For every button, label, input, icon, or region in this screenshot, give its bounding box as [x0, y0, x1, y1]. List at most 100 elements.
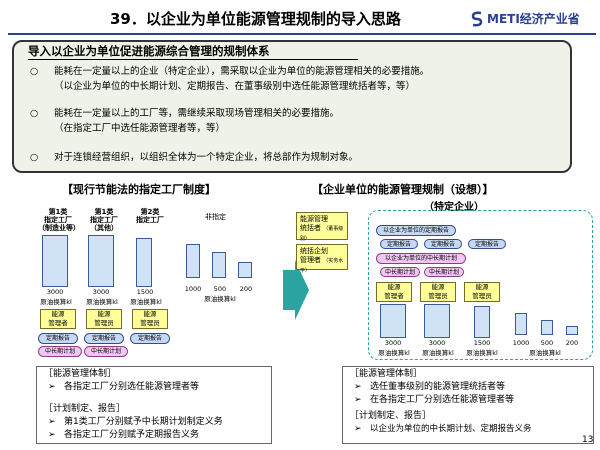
left-bar-1-unit: 原油换算kl	[40, 298, 72, 306]
right-small-num-1: 1000	[512, 339, 530, 347]
right-side-planner: 统括企划 管理者 （实务水平）	[296, 244, 348, 274]
left-summary-l1: 各指定工厂分别选任能源管理者等	[64, 382, 200, 392]
intro-item-3-line1: 对于连锁经营组织，以组织全体为一个特定企业，将总部作为规制对象。	[54, 152, 359, 163]
right-plan-oval-2: 中长期计划	[424, 267, 464, 277]
right-mgr-1: 能源 管理者	[376, 282, 412, 302]
intro-marker-3: ○	[30, 152, 39, 163]
left-bar-3-num: 1500	[136, 288, 154, 296]
right-report-oval-3: 定期报告	[468, 239, 506, 249]
left-small-unit: 原油换算kl	[204, 295, 236, 303]
specific-enterprise-boundary	[368, 210, 593, 360]
right-side-planner-label: 统括企划 管理者	[300, 247, 328, 264]
right-small-bar-1	[515, 313, 527, 335]
left-summary-l2: 第1类工厂分别赋予中长期计划制定义务	[64, 417, 223, 427]
left-bar-2-unit: 原油换算kl	[86, 298, 118, 306]
right-side-planner-sub: （实务水平）	[300, 258, 344, 274]
right-summary-box	[342, 366, 594, 444]
left-summary-h2: ［计划制定、报告］	[44, 404, 126, 414]
company-report-oval: 以企业为单位的定期报告	[376, 225, 456, 236]
right-mgr-2: 能源 管理员	[420, 282, 456, 302]
left-bar-3	[136, 238, 152, 287]
intro-item-2-line1: 能耗在一定量以上的工厂等，需继续采取现场管理相关的必要措施。	[54, 108, 340, 119]
left-mgr-3: 能源 管理员	[132, 309, 168, 329]
left-mgr-2: 能源 管理员	[86, 309, 122, 329]
right-small-unit: 原油换算kl	[529, 349, 561, 357]
meti-logo-icon	[471, 11, 483, 26]
company-plan-oval: 以企业为单位的中长期计划	[376, 253, 466, 264]
left-col1-label: 第1类 指定工厂 （制造业等）	[38, 208, 80, 232]
left-summary-h1: ［能源管理体制］	[44, 369, 117, 379]
right-summary-l1: 选任董事级别的能源管理统括者等	[370, 382, 506, 392]
right-mgr-3: 能源 管理员	[464, 282, 500, 302]
left-small-bar-2	[212, 252, 226, 278]
intro-item-1-line2: （以企业为单位的中长期计划、定期报告、在董事级别中选任能源管理统括者等，等）	[54, 81, 416, 92]
right-small-num-2: 500	[540, 339, 554, 347]
right-report-oval-1: 定期报告	[380, 239, 418, 249]
intro-marker-1: ○	[30, 66, 39, 77]
intro-item-2-line2: （在指定工厂中选任能源管理者等，等）	[54, 123, 226, 134]
left-bar-1	[42, 235, 68, 287]
transition-arrow-icon	[283, 260, 309, 320]
left-section-title: 【现行节能法的指定工厂制度】	[62, 183, 216, 196]
left-report-oval-1: 定期报告	[38, 333, 78, 344]
left-small-num-2: 500	[213, 285, 227, 293]
right-summary-h1: ［能源管理体制］	[350, 369, 423, 379]
right-summary-h2: ［计划制定、报告］	[350, 411, 432, 421]
right-section-title: 【企业单位的能源管理规制（设想）】	[312, 183, 494, 196]
right-report-oval-2: 定期报告	[424, 239, 462, 249]
right-bar-3	[474, 306, 490, 338]
right-small-bar-2	[541, 320, 553, 335]
left-nondesignated-label: 非指定	[205, 213, 226, 221]
left-bar-1-num: 3000	[46, 288, 64, 296]
left-report-oval-3: 定期报告	[130, 333, 170, 344]
page-number: 13	[582, 435, 594, 445]
intro-title: 导入以企业为单位促进能源综合管理的规制体系	[28, 44, 270, 58]
left-summary-box	[36, 366, 272, 444]
right-subtitle: （特定企业）	[424, 202, 484, 213]
left-summary-arrow-1: ➢	[48, 382, 56, 392]
right-bar-3-unit: 原油换算kl	[466, 349, 498, 357]
left-summary-arrow-2: ➢	[48, 417, 56, 427]
right-bar-2-unit: 原油换算kl	[422, 349, 454, 357]
left-summary-arrow-3: ➢	[48, 430, 56, 440]
right-bar-1-num: 3000	[384, 339, 402, 347]
header-divider	[8, 33, 596, 35]
intro-marker-2: ○	[30, 108, 39, 119]
right-side-supervisor: 能源管理 统括者 （董事级别）	[296, 212, 348, 242]
page-title: 39．以企业为单位能源管理规制的导入思路	[110, 10, 401, 28]
left-bar-2-num: 3000	[92, 288, 110, 296]
right-summary-arrow-2: ➢	[354, 395, 362, 405]
right-small-bar-3	[566, 326, 578, 335]
left-small-bar-1	[186, 244, 200, 278]
right-summary-l2: 在各指定工厂分别选任能源管理者等	[370, 395, 515, 405]
left-mgr-1: 能源 管理者	[40, 309, 76, 329]
left-summary-l3: 各指定工厂分别赋予定期报告义务	[64, 430, 200, 440]
intro-title-underline	[28, 59, 358, 60]
left-bar-3-unit: 原油换算kl	[130, 298, 162, 306]
right-bar-3-num: 1500	[473, 339, 491, 347]
left-col2-label: 第1类 指定工厂 （其他）	[90, 208, 118, 232]
meti-logo: METI经济产业省	[470, 10, 580, 27]
right-bar-1-unit: 原油换算kl	[378, 349, 410, 357]
left-report-oval-2: 定期报告	[84, 333, 124, 344]
right-plan-oval-1: 中长期计划	[380, 267, 420, 277]
intro-box	[12, 40, 572, 173]
right-summary-l3: 以企业为单位的中长期计划、定期报告义务	[370, 424, 532, 434]
right-side-supervisor-label: 能源管理 统括者	[300, 215, 328, 232]
left-bar-2	[88, 235, 114, 287]
intro-item-1-line1: 能耗在一定量以上的企业（特定企业），需采取以企业为单位的能源管理相关的必要措施。	[54, 66, 430, 77]
left-small-num-1: 1000	[184, 285, 202, 293]
logo-text: METI经济产业省	[487, 12, 580, 26]
left-plan-oval-2: 中长期计划	[84, 346, 128, 357]
left-col3-label: 第2类 指定工厂	[136, 208, 164, 224]
left-plan-oval-1: 中长期计划	[38, 346, 82, 357]
left-small-bar-3	[238, 262, 252, 278]
left-small-num-3: 200	[239, 285, 253, 293]
right-bar-2-num: 3000	[428, 339, 446, 347]
right-summary-arrow-1: ➢	[354, 382, 362, 392]
right-bar-1	[380, 304, 406, 338]
right-small-num-3: 200	[565, 339, 579, 347]
right-bar-2	[424, 304, 450, 338]
right-summary-arrow-3: ➢	[354, 424, 362, 434]
right-side-supervisor-sub: （董事级别）	[300, 226, 344, 242]
